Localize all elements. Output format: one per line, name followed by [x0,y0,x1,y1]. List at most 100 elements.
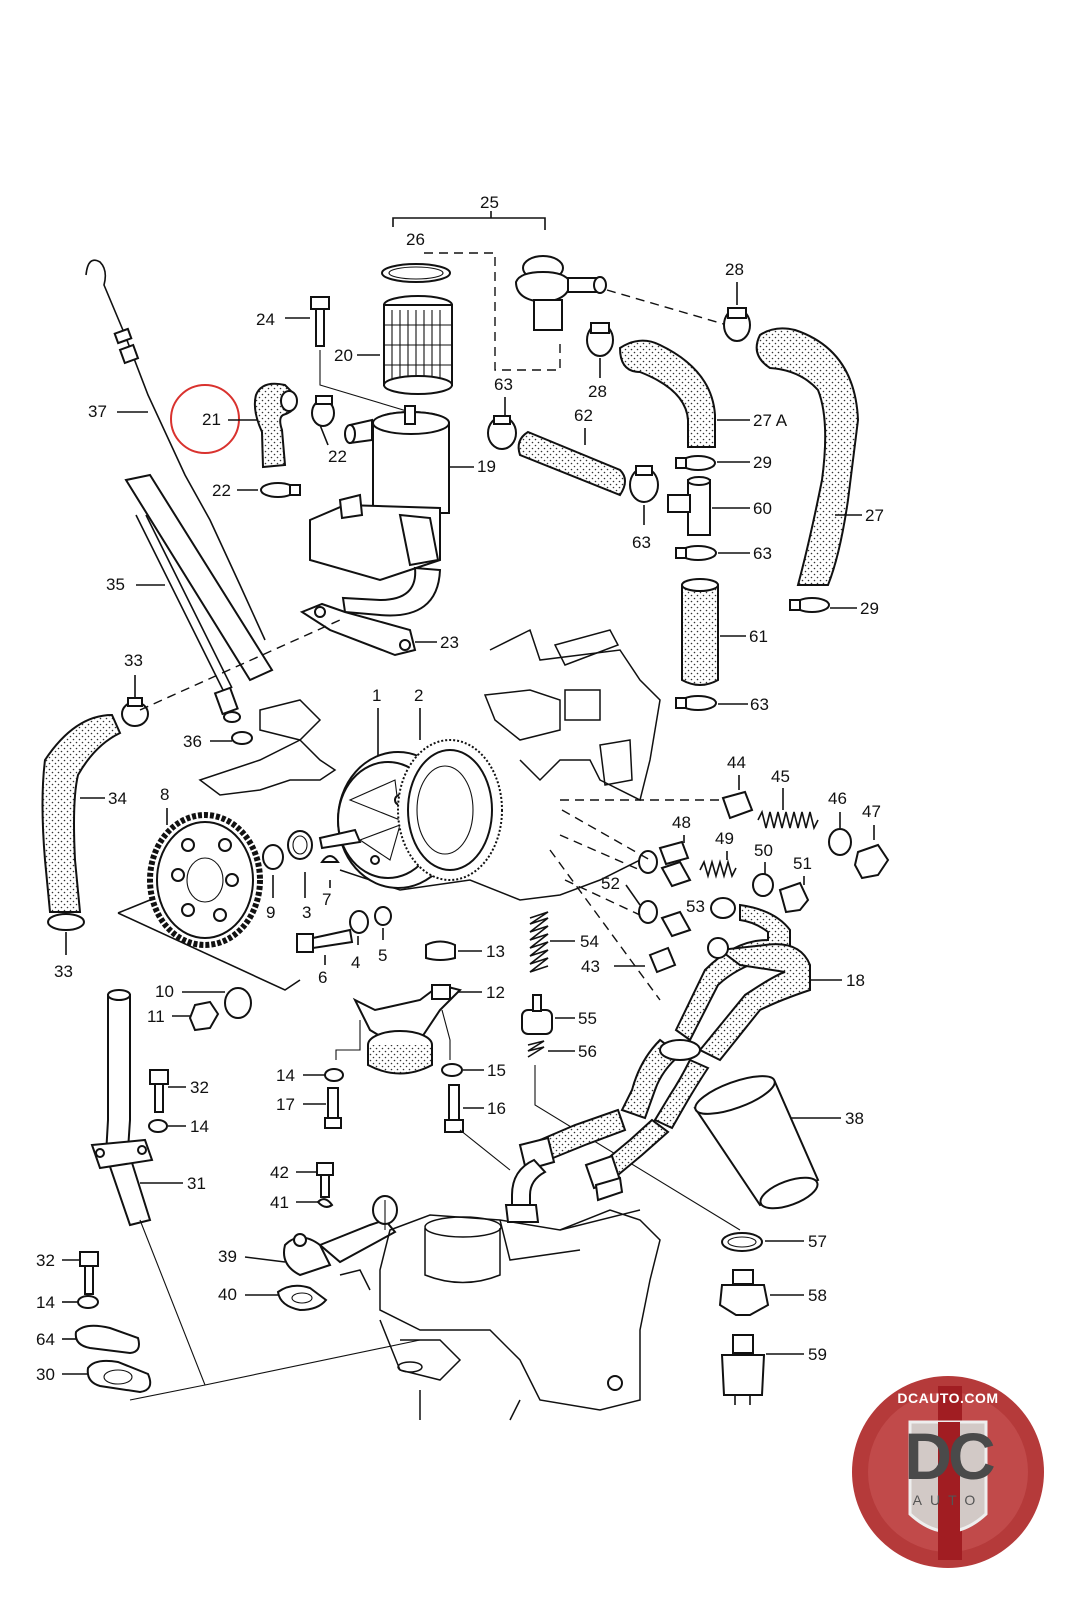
part-19-oil-tank [309,405,450,617]
part-17-bolt [324,1087,342,1129]
part-54-spring [529,911,549,973]
label-4: 4 [351,953,360,972]
part-28-clamp-right [723,307,751,342]
label-24: 24 [256,310,275,329]
part-46-washer [828,828,852,856]
part-36-washer [231,731,253,745]
part-27A-hose [618,339,716,448]
pump-shaft [318,828,362,850]
label-21: 21 [202,410,221,429]
label-37: 37 [88,402,107,421]
label-44: 44 [727,753,746,772]
label-22b: 22 [212,481,231,500]
part-51-plug [778,881,810,914]
label-10: 10 [155,982,174,1001]
highlight-circle-21 [170,384,240,454]
part-43-plug [648,946,677,974]
logo-mark: DC [904,1419,995,1493]
part-23-gasket [299,602,417,657]
label-32b: 32 [36,1251,55,1270]
label-18: 18 [846,971,865,990]
label-64: 64 [36,1330,55,1349]
part-27-hose [755,327,860,586]
label-27A: 27 A [753,411,788,430]
part-34-hose [41,713,122,913]
label-47: 47 [862,802,881,821]
engine-block-outline [198,628,661,901]
label-38: 38 [845,1109,864,1128]
label-20: 20 [334,346,353,365]
label-55: 55 [578,1009,597,1028]
label-27: 27 [865,506,884,525]
part-58-sensor [718,1269,770,1316]
label-14b: 14 [190,1117,209,1136]
part-61-hose [681,579,719,686]
label-17: 17 [276,1095,295,1114]
part-62-hose [517,430,626,497]
label-58: 58 [808,1286,827,1305]
label-9: 9 [266,903,275,922]
label-32a: 32 [190,1078,209,1097]
part-3-seal [287,830,313,860]
part-25-breather-valve [514,255,607,331]
part-30-gasket [86,1359,152,1394]
part-29-clamp-lower [789,597,830,613]
label-33b: 33 [54,962,73,981]
label-14a: 14 [276,1066,295,1085]
label-13: 13 [486,942,505,961]
part-53-fitting-a [660,860,692,888]
part-41-clip [316,1198,334,1208]
label-36: 36 [183,732,202,751]
label-29b: 29 [860,599,879,618]
label-60: 60 [753,499,772,518]
part-59-switch [720,1334,766,1405]
part-49-spring [699,859,737,879]
dcauto-logo: DCAUTO.COM DC AUTO [850,1374,1046,1570]
part-64-cover [74,1324,140,1355]
label-31: 31 [187,1174,206,1193]
label-2: 2 [414,686,423,705]
part-52-washer-b [638,900,658,924]
label-25: 25 [480,193,499,212]
label-7: 7 [322,890,331,909]
label-35: 35 [106,575,125,594]
part-40-gasket [276,1284,328,1312]
label-16: 16 [487,1099,506,1118]
part-13-cap [425,940,456,961]
label-53: 53 [686,897,705,916]
part-18-hoses [504,897,811,1223]
part-14-washer-a [324,1068,344,1082]
part-57-seal [721,1232,763,1252]
label-63d: 63 [750,695,769,714]
part-52-washer-a [638,850,658,874]
part-47-plug [853,843,890,880]
part-37-dipstick [85,259,266,641]
part-45-spring [757,809,819,831]
crankcase-outline [339,1209,661,1421]
label-40: 40 [218,1285,237,1304]
label-54: 54 [580,932,599,951]
part-35-tube-housing [124,473,274,682]
part-32-bolt-b [79,1251,99,1295]
label-1: 1 [372,686,381,705]
part-4-washer [349,910,369,934]
part-8-gear [147,812,263,948]
label-56: 56 [578,1042,597,1061]
part-14-washer-c [77,1295,99,1309]
label-39: 39 [218,1247,237,1266]
label-61: 61 [749,627,768,646]
part-35-tube [135,514,233,691]
part-53-fitting-b [660,910,692,938]
label-49: 49 [715,829,734,848]
part-11-nut [188,1000,220,1032]
bracket-25 [392,217,546,230]
label-29a: 29 [753,453,772,472]
part-63-clamp-d [675,695,717,711]
part-44-bushing [721,790,754,820]
label-23: 23 [440,633,459,652]
label-5: 5 [378,946,387,965]
label-22a: 22 [328,447,347,466]
part-31-pipe [90,989,154,1227]
part-9-washer [262,844,284,870]
